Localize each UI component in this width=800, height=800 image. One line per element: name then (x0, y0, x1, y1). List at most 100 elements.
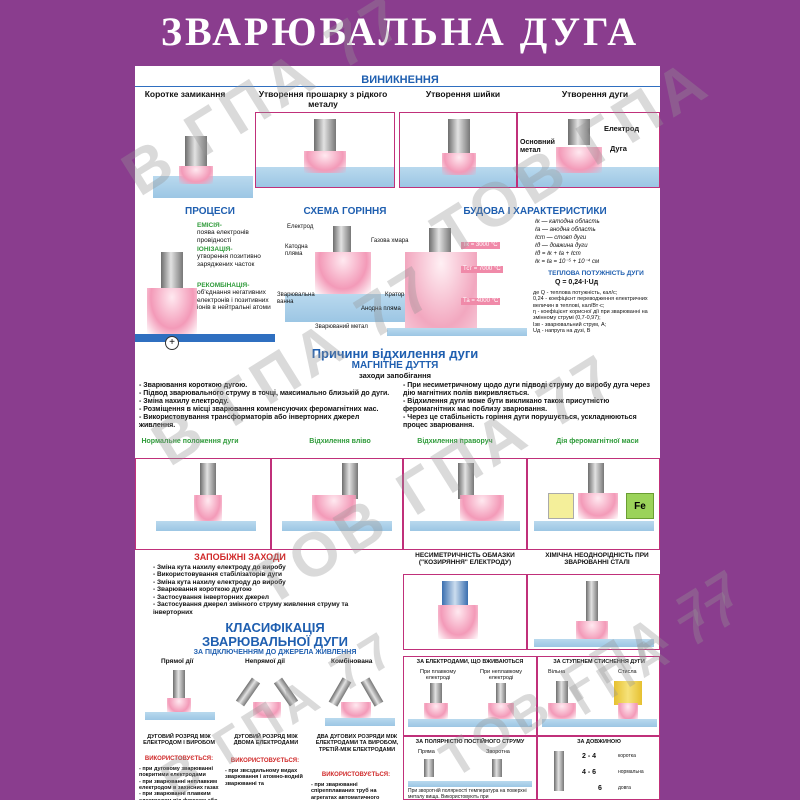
right-margin (660, 66, 800, 800)
deviation-right-list: - При несиметричному щодо дуги підводі с… (403, 382, 657, 430)
polarity-straight: Пряма (418, 749, 435, 755)
scheme-label-pool: Зварювальна ванна (277, 292, 315, 305)
list-item: - Через це стабільність горіння дуги пор… (403, 414, 637, 430)
legend-line: ℓк = ℓа = 10⁻⁵ + 10⁻⁴ см (535, 259, 600, 266)
emission-desc: поява електронів провідності (197, 229, 249, 244)
chem-frame (527, 574, 660, 650)
case-left-label: Відхилення вліво (309, 438, 371, 445)
by-source-heading: ЗА ПІДКЛЮЧЕННЯМ ДО ДЖЕРЕЛА ЖИВЛЕННЯ (193, 649, 357, 656)
by-compression-heading: ЗА СТУПЕНЕМ СТИСНЕННЯ ДУГИ (553, 659, 645, 665)
use-line: - при зварюванні плавким електродом під … (139, 791, 217, 800)
asym-label: НЕСИМЕТРИЧНІСТЬ ОБМАЗКИ ("КОЗИРЯННЯ" ЕЛЕ… (415, 552, 515, 567)
polarity-note: При зворотній полярності температура на … (408, 788, 527, 800)
process-ionization: ІОНІЗАЦІЯ- утворення позитивно заряджени… (197, 246, 277, 268)
power-note: Iзв - зварювальний струм, А; (533, 321, 607, 328)
asym-frame (403, 574, 527, 650)
recombination-term: РЕКОМБІНАЦІЯ- (197, 282, 250, 289)
origin-rule (135, 86, 660, 87)
temp-anode: Та = 4000 °C (461, 298, 501, 305)
poster-body: ВИНИКНЕННЯ Коротке замикання Утворення п… (135, 66, 660, 800)
scheme-label-metal: Зварюваний метал (315, 324, 368, 330)
processes-heading: ПРОЦЕСИ (185, 206, 235, 217)
case-normal-frame (135, 458, 271, 550)
list-item: - Використовування трансформаторів або і… (139, 414, 360, 430)
legend-line: ℓк — катодна область (535, 219, 600, 225)
compression-class-box: ЗА СТУПЕНЕМ СТИСНЕННЯ ДУГИ Вільна Стисла (537, 656, 660, 736)
use-text-combined: - при зварюванні спірепплаваних труб на … (311, 782, 380, 800)
legend-line: ℓст — стовп дуги (535, 235, 587, 242)
scheme-label-gas: Газова хмара (371, 238, 409, 244)
power-note: 0,24 - коефіцієнт переводження електричн… (533, 296, 648, 309)
list-item: - Зміна кута нахилу електроду до виробу (153, 578, 286, 586)
temp-cathode: Тк = 3000 °C (461, 242, 500, 249)
structure-heading: БУДОВА І ХАРАКТЕРИСТИКИ (463, 206, 607, 217)
list-item: - Зміна кута нахилу електроду до виробу (153, 564, 286, 571)
compression-free: Вільна (548, 669, 566, 675)
legend-line: ℓд = ℓк + ℓа + ℓст (535, 251, 581, 258)
power-notes: де Q - теплова потужність, кал/с; 0,24 -… (533, 290, 659, 334)
deviation-left-list: - Зварювання короткою дугою. - Підвод зв… (139, 382, 397, 430)
list-item: - При несиметричному щодо дуги підводі с… (403, 382, 650, 398)
use-line: - при дуговому зварюванні покритими елек… (139, 766, 214, 779)
stage-frame-2 (255, 112, 395, 188)
origin-heading: ВИНИКНЕННЯ (361, 74, 439, 86)
use-heading-3: ВИКОРИСТОВУЄТЬСЯ: (321, 772, 391, 778)
power-note: η - коефіцієнт корисної дії при зварюван… (533, 308, 648, 322)
by-length-heading: ЗА ДОВЖИНОЮ (577, 739, 621, 745)
length-long-word: довга (618, 785, 631, 791)
use-line: - при зварюванні неплавким електродом в … (139, 778, 219, 791)
structure-legend: ℓк — катодна область ℓа — анодна область… (535, 218, 659, 267)
case-ferro-label: Дія феромагнітної маси (556, 438, 639, 445)
deviation-heading: Причини відхилення дуги (311, 346, 479, 361)
type-combined: Комбінована (331, 658, 373, 665)
scheme-label-cathode: Катодна пляма (285, 244, 308, 257)
emission-term: ЕМІСІЯ- (197, 222, 222, 229)
use-text-direct: - при дуговому зварюванні покритими елек… (139, 766, 223, 800)
label-base-metal: Основний метал (520, 139, 555, 155)
legend-line: ℓд — довжина дуги (535, 243, 588, 250)
electrode-nonconsumable: При неплавкому електроді (480, 669, 522, 682)
list-item: - Зварювання короткою дугою (153, 586, 252, 594)
precaution-heading: ЗАПОБІЖНІ ЗАХОДИ (194, 552, 286, 562)
plus-terminal-icon: + (165, 336, 179, 350)
length-short-word: коротка (618, 753, 636, 759)
ionization-desc: утворення позитивно заряджених часток (197, 253, 261, 268)
left-margin (0, 66, 135, 800)
power-note: де Q - теплова потужність, кал/с; (533, 290, 618, 296)
polarity-reverse: Зворотна (486, 749, 510, 755)
stage-frame-4: Електрод Основний метал Дуга (517, 112, 660, 188)
case-normal-label: Нормальне положення дуги (141, 438, 239, 445)
process-emission: ЕМІСІЯ- поява електронів провідності (197, 222, 277, 244)
caption-direct: ДУГОВИЙ РОЗРЯД МІЖ ЕЛЕКТРОДОМ І ВИРОБОМ (143, 734, 215, 747)
list-item: - Зміна нахилу електроду. (139, 398, 229, 406)
power-note: Uд - напруга на дузі, В (533, 327, 591, 334)
list-item: - Використовування стабілізаторів дуги (153, 571, 282, 579)
chem-label: ХІМІЧНА НЕОДНОРІДНІСТЬ ПРИ ЗВАРЮВАННІ СТ… (545, 552, 649, 567)
list-item: - Зварювання короткою дугою. (139, 382, 248, 389)
use-heading-2: ВИКОРИСТОВУЄТЬСЯ: (230, 758, 300, 764)
scheme-label-electrode: Електрод (287, 224, 314, 230)
power-formula: Q = 0,24·I·Uд (555, 279, 599, 286)
legend-line: ℓа — анодна область (535, 227, 596, 234)
deviation-subheading: МАГНІТНЕ ДУТТЯ (351, 360, 439, 371)
list-item: - Застосування інверторних джерел (153, 593, 269, 601)
length-normal-word: нормальна (618, 769, 644, 775)
case-right-label: Відхилення праворуч (417, 438, 493, 445)
list-item: - Підвод зварювального струму в точці, м… (139, 390, 390, 398)
stage-frame-3 (399, 112, 517, 188)
length-long: 6 (598, 785, 602, 792)
stage-label-2: Утворення прошарку з рідкого металу (258, 89, 388, 109)
length-class-box: ЗА ДОВЖИНОЮ 2 - 4 коротка 4 - 6 нормальн… (537, 736, 660, 800)
precaution-list: - Зміна кута нахилу електроду до виробу … (153, 564, 388, 616)
poster-title: ЗВАРЮВАЛЬНА ДУГА (160, 9, 640, 54)
ionization-term: ІОНІЗАЦІЯ- (197, 246, 233, 253)
process-recombination: РЕКОМБІНАЦІЯ- об'єднання негативних елек… (197, 282, 279, 312)
label-arc: Дуга (610, 144, 627, 153)
use-heading-1: ВИКОРИСТОВУЄТЬСЯ: (144, 756, 214, 762)
prevent-label: заходи запобігання (358, 371, 432, 380)
compression-constricted: Стисла (618, 669, 637, 675)
classification-heading-1: КЛАСИФІКАЦІЯ (225, 620, 325, 635)
length-short: 2 - 4 (582, 753, 597, 760)
case-left-frame (271, 458, 403, 550)
